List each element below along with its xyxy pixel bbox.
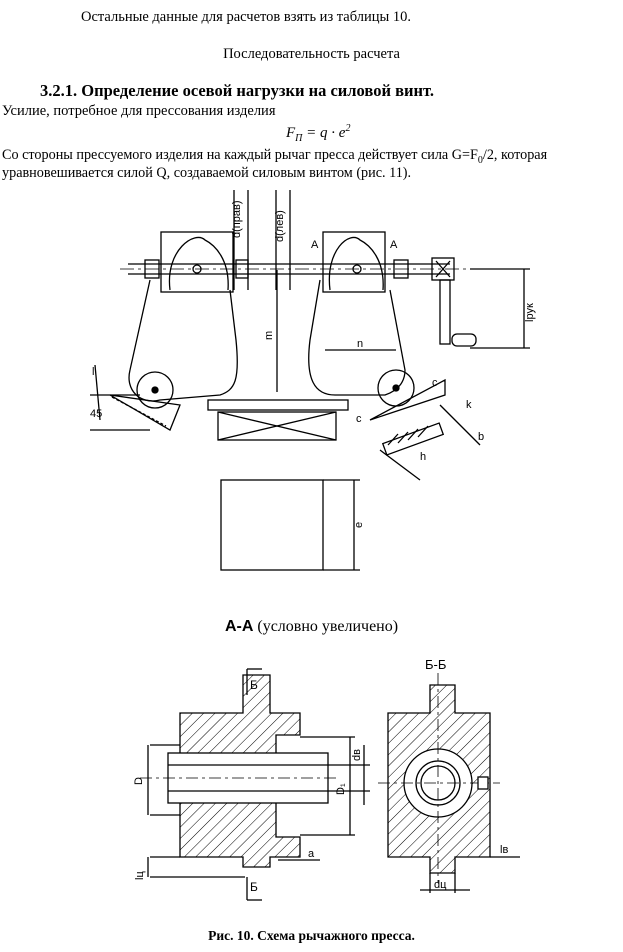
label-c2: c [432, 377, 438, 389]
paragraph-line-1-end: /2, которая [482, 147, 548, 163]
label-b: b [478, 431, 484, 443]
label-dv: dв [351, 749, 363, 761]
paragraph-line-1: Со стороны прессуемого изделия на каждый… [2, 146, 547, 170]
label-n: n [357, 338, 363, 350]
label-c1: c [356, 413, 362, 425]
formula: FП = q · e2 [286, 120, 350, 148]
section-title: A-A (условно увеличено) [0, 618, 623, 636]
label-D: D [133, 777, 145, 785]
label-angle: 45 [90, 408, 102, 420]
label-section-a1: A [311, 239, 319, 251]
label-h: h [420, 451, 426, 463]
label-l-handle: lрук [524, 303, 536, 322]
lever-press-diagram: d(прав) d(лев) A A lрук m n l 45 c c k h… [90, 190, 536, 571]
label-a: a [308, 848, 315, 860]
formula-rhs: = q · e [302, 125, 346, 141]
figure-caption: Рис. 10. Схема рычажного пресса. [208, 928, 415, 943]
section-title-bold: A-A [224, 618, 254, 635]
intro-line: Остальные данные для расчетов взять из т… [81, 9, 412, 25]
label-lv: lв [500, 844, 508, 856]
label-dc: dц [434, 879, 447, 891]
label-section-a2: A [390, 239, 398, 251]
sequence-title: Последовательность расчета [223, 46, 400, 62]
section-title-rest: (условно увеличено) [253, 618, 399, 635]
label-b-bottom: Б [250, 880, 258, 894]
section-diagram: Б-Б Б Б D D₁ dв a lц dц lв [133, 657, 520, 901]
label-d-right: d(прав) [231, 201, 243, 238]
label-m: m [263, 331, 275, 340]
paragraph-line-1-text: Со стороны прессуемого изделия на каждый… [2, 147, 478, 163]
label-d-left: d(лев) [274, 210, 286, 242]
label-k: k [466, 399, 472, 411]
label-lc: lц [134, 871, 146, 880]
label-l: l [92, 366, 94, 378]
formula-lhs: F [286, 125, 296, 141]
label-b-top: Б [250, 678, 258, 692]
paragraph-line-2: уравновешивается силой Q, создаваемой си… [2, 165, 412, 181]
label-D1: D₁ [335, 783, 347, 795]
label-bb: Б-Б [425, 657, 446, 672]
paragraph-sub: 0 [477, 154, 483, 166]
formula-rhs-sup: 2 [345, 123, 351, 134]
label-e: e [353, 522, 365, 528]
formula-lhs-sub: П [295, 133, 303, 144]
force-text: Усилие, потребное для прессования издели… [2, 103, 276, 119]
section-heading: 3.2.1. Определение осевой нагрузки на си… [40, 81, 434, 100]
